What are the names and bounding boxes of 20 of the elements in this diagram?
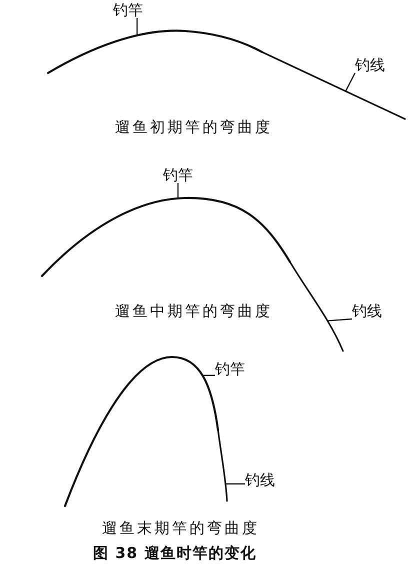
panel-caption: 遛鱼中期竿的弯曲度 bbox=[115, 304, 272, 319]
panel-caption: 遛鱼末期竿的弯曲度 bbox=[102, 521, 260, 536]
part-label: 钓竿 bbox=[163, 168, 193, 183]
fishing-rod bbox=[40, 196, 292, 278]
fishing-line bbox=[261, 51, 406, 120]
figure-caption: 图 38 遛鱼时竿的变化 bbox=[93, 546, 256, 561]
leader-line bbox=[226, 483, 245, 484]
leader-line bbox=[202, 374, 215, 376]
leader-line bbox=[345, 72, 356, 92]
fishing-line bbox=[217, 429, 228, 502]
leader-line bbox=[177, 183, 179, 198]
part-label: 钓线 bbox=[352, 304, 382, 319]
leader-line bbox=[327, 318, 352, 322]
fishing-line bbox=[289, 261, 344, 352]
part-label: 钓线 bbox=[245, 473, 275, 488]
part-label: 钓竿 bbox=[113, 3, 143, 18]
panel-caption: 遛鱼初期竿的弯曲度 bbox=[115, 120, 272, 135]
leader-line bbox=[136, 18, 138, 36]
part-label: 钓竿 bbox=[215, 362, 245, 377]
fishing-rod bbox=[46, 30, 264, 74]
